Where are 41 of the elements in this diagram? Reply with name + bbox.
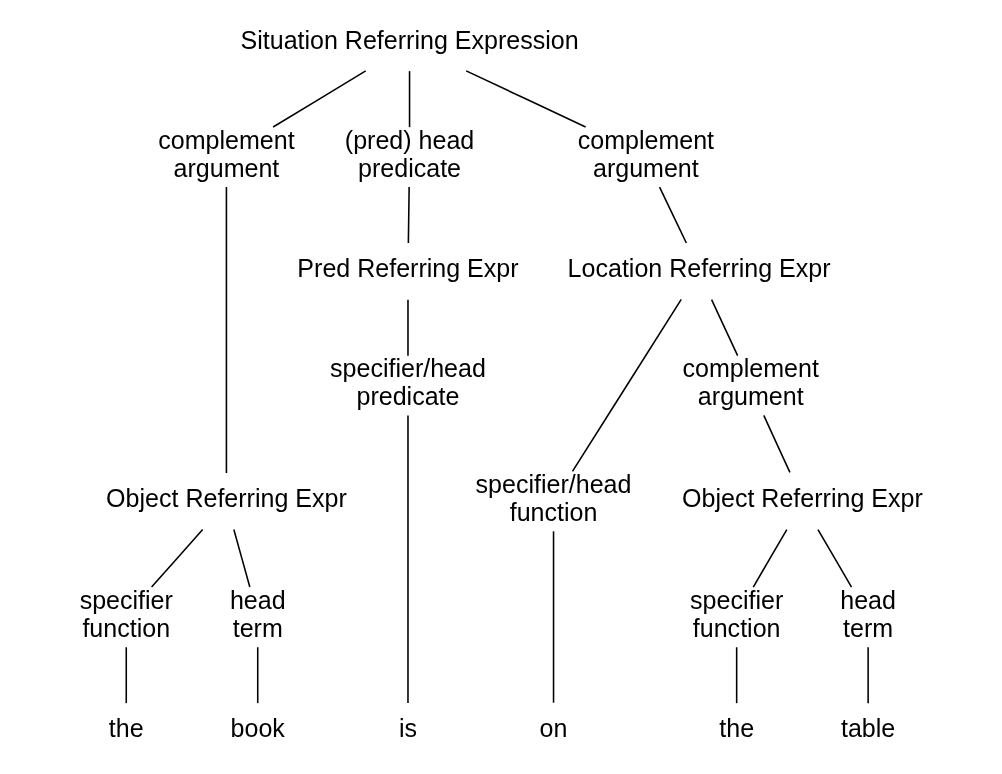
connector [571, 298, 682, 473]
connector [407, 186, 410, 244]
node-text: Location Referring Expr [567, 254, 831, 283]
node-text: head term [229, 585, 286, 643]
node-text: complement argument [577, 125, 714, 182]
connector [658, 186, 687, 244]
connector [256, 646, 258, 704]
connector [271, 70, 366, 128]
connector [762, 414, 791, 474]
connector [552, 530, 554, 704]
connector [124, 646, 127, 704]
connector [408, 70, 410, 128]
node-text: Situation Referring Expression [240, 25, 579, 54]
connector [816, 528, 852, 588]
connector [866, 646, 869, 704]
node-text: Object Referring Expr [105, 484, 347, 513]
node-text: complement argument [682, 354, 819, 411]
node-text: the [108, 714, 144, 743]
connector [150, 528, 203, 588]
node-text: head term [839, 585, 896, 643]
node-text: complement argument [157, 125, 295, 182]
node-text: is [398, 714, 417, 743]
connector [735, 646, 737, 704]
connector [225, 186, 227, 474]
node-text: Object Referring Expr [681, 484, 923, 513]
node-text: the [718, 714, 754, 743]
connector [406, 298, 409, 357]
node-text: on [539, 714, 567, 743]
connector [710, 298, 738, 357]
node-text: book [230, 714, 285, 743]
node-text: specifier function [79, 585, 173, 643]
node-text: specifier function [689, 585, 783, 643]
node-text: Pred Referring Expr [296, 254, 519, 283]
node-text: (pred) head predicate [344, 125, 474, 182]
connector [752, 528, 788, 588]
node-text: specifier/head function [475, 470, 631, 527]
connector [464, 70, 586, 128]
connector [232, 528, 251, 588]
node-text: specifier/head predicate [329, 354, 486, 411]
node-text: table [840, 714, 895, 743]
connector [406, 414, 409, 704]
